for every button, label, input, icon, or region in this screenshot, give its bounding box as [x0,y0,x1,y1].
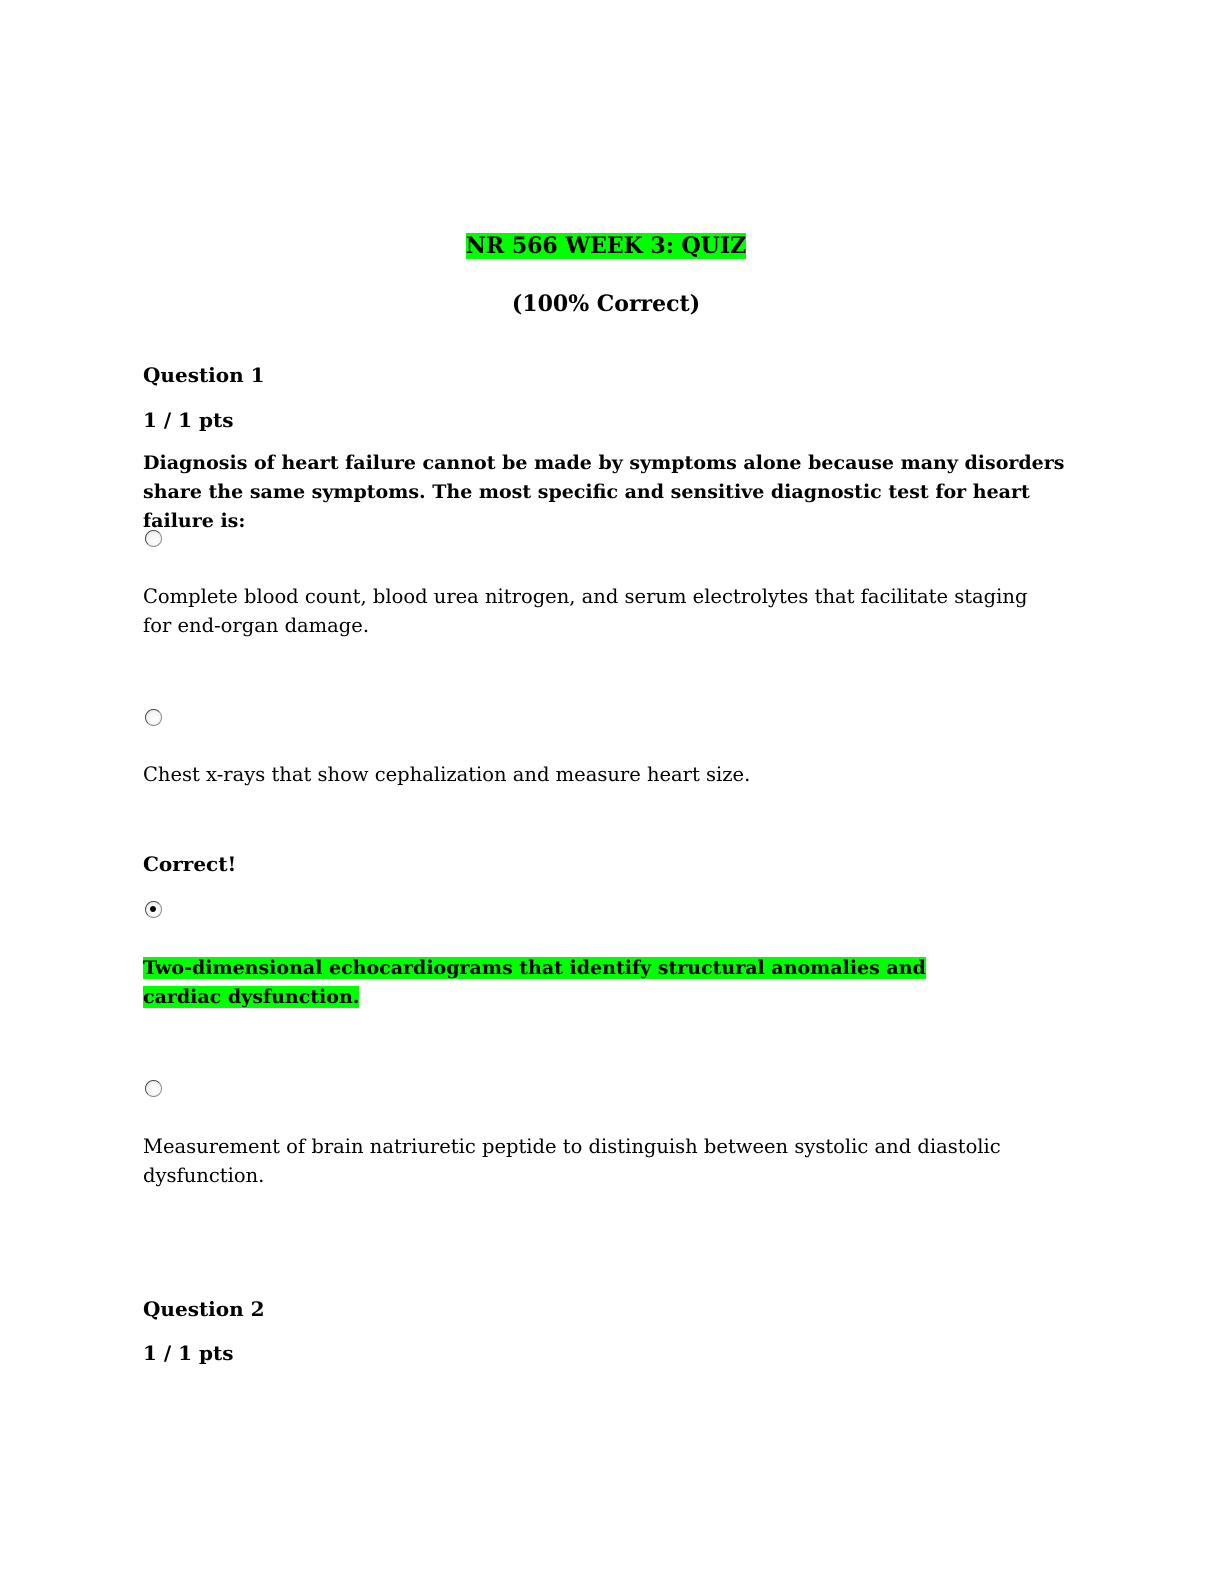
option-c-text: Two-dimensional echocardiograms that ide… [143,954,953,1012]
option-d-text: Measurement of brain natriuretic peptide… [143,1135,1001,1187]
correct-marker: Correct! [143,852,237,876]
question-1-label: Question 1 [143,363,265,387]
question-2-label: Question 2 [143,1297,265,1321]
option-c-highlight: Two-dimensional echocardiograms that ide… [143,957,926,1008]
quiz-score: (100% Correct) [511,291,701,317]
question-1-points: 1 / 1 pts [143,408,234,432]
option-c-radio-selected[interactable] [145,901,162,918]
quiz-title-text: NR 566 WEEK 3: QUIZ [465,233,747,259]
question-1-prompt: Diagnosis of heart failure cannot be mad… [143,452,1065,532]
quiz-title: NR 566 WEEK 3: QUIZ [0,231,1212,261]
option-b-text: Chest x-rays that show cephalization and… [143,763,751,786]
option-b-radio[interactable] [145,709,162,726]
option-a-radio[interactable] [145,530,162,547]
option-a-text: Complete blood count, blood urea nitroge… [143,585,1028,637]
question-2-points: 1 / 1 pts [143,1341,234,1365]
option-d-radio[interactable] [145,1080,162,1097]
